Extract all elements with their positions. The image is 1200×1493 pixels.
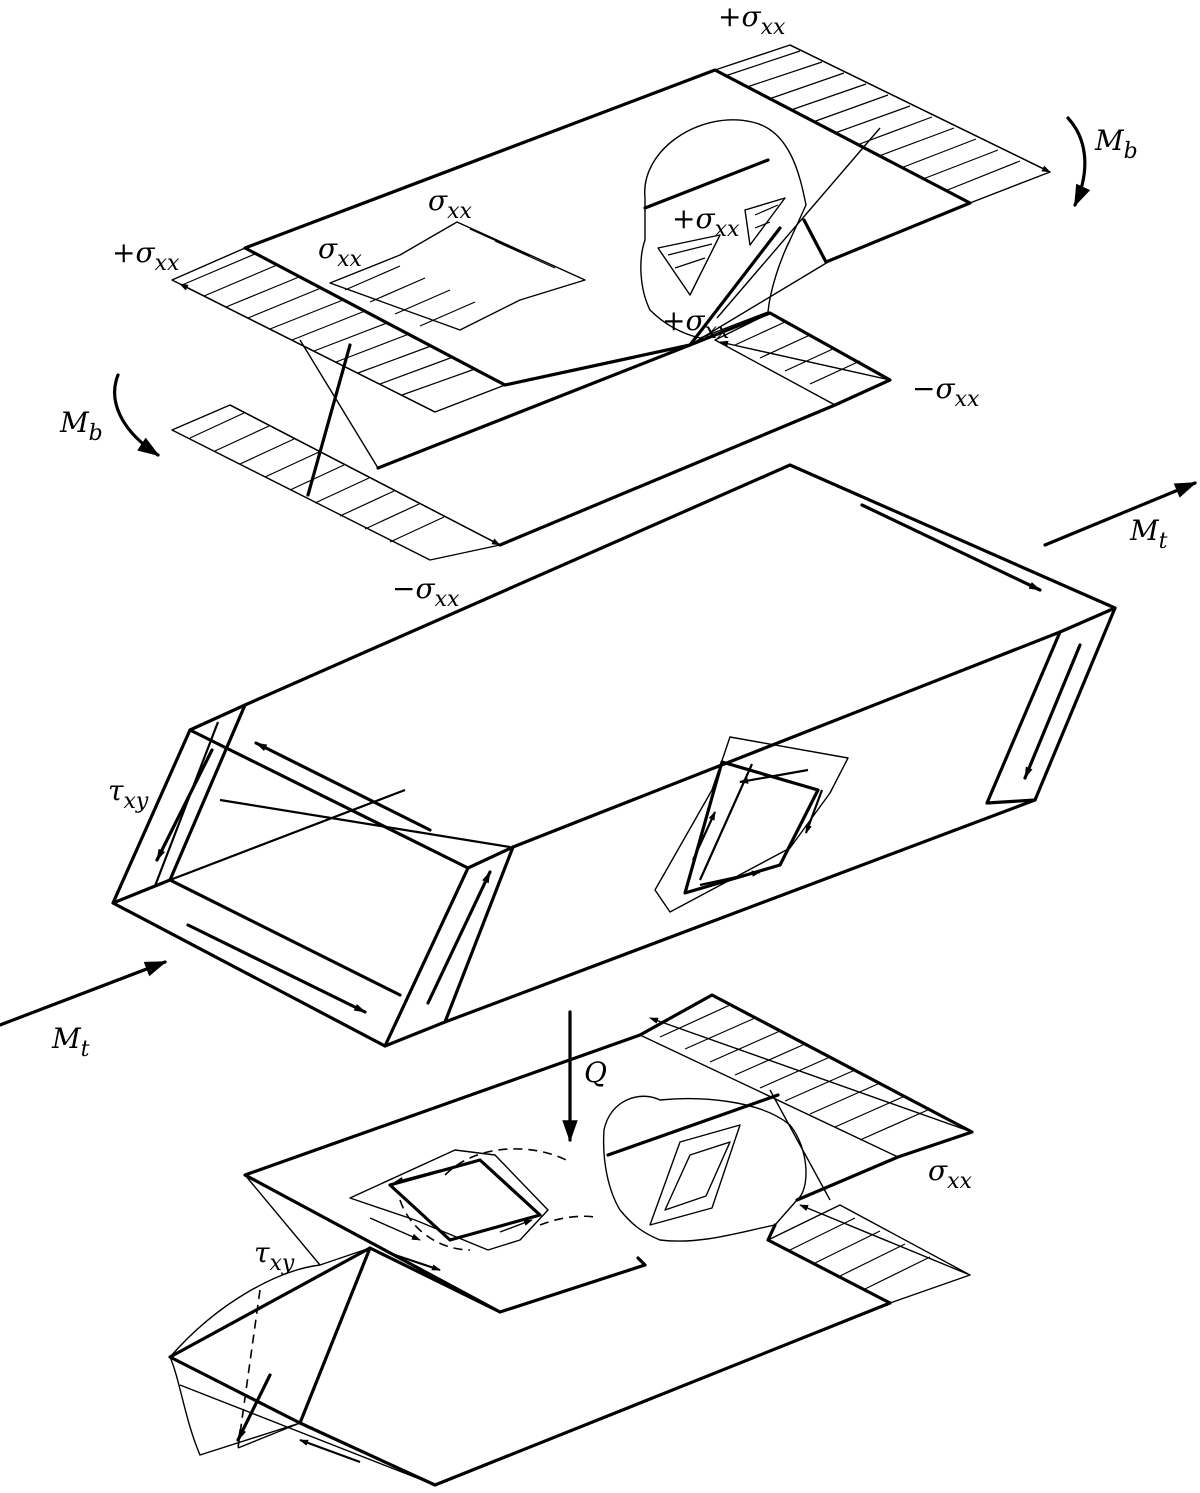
tau-arrow-bottom xyxy=(186,923,367,1014)
arrow-row-bottom-lower xyxy=(799,1204,971,1276)
label-sigma-cut-upper: +σxx xyxy=(672,202,740,242)
top-cutaway-edge xyxy=(643,158,770,210)
bottom-el-arrow-1 xyxy=(394,1169,441,1183)
arrow-row-lower-right xyxy=(719,340,891,381)
middle-box xyxy=(0,463,1198,1048)
shear-arrow-1 xyxy=(739,768,809,784)
bottom-cutaway-blob xyxy=(602,1095,807,1242)
arrow-row-bottom-upper xyxy=(649,1017,973,1133)
tau-bottom-arrow xyxy=(236,1373,272,1442)
top-section-edge xyxy=(306,343,352,497)
right-end-arrow-side xyxy=(1023,643,1082,780)
label-sigma-neg-right: −σxx xyxy=(912,372,980,412)
arrow-row-lower-left xyxy=(229,404,501,546)
bottom-cutaway-edge xyxy=(606,1093,780,1157)
bottom-element-outer xyxy=(349,1149,549,1251)
hatch-cutaway xyxy=(657,197,786,296)
tau-arrow-left xyxy=(155,748,214,862)
bottom-end-edges xyxy=(298,1246,372,1425)
hatch-top-right xyxy=(714,44,1051,204)
label-mb-right: Mb xyxy=(1094,124,1138,164)
label-sigma-top-right: +σxx xyxy=(718,0,786,40)
label-mt-left: Mt xyxy=(51,1022,90,1062)
tau-arrow-top xyxy=(254,741,432,832)
bottom-element-inner xyxy=(388,1158,542,1242)
hatch-top-inner xyxy=(329,221,586,331)
arrow-row-top-left xyxy=(179,283,436,413)
label-sigma-neg-left: −σxx xyxy=(392,572,460,612)
shear-arrow-2 xyxy=(699,870,761,887)
bottom-el-arrow-3 xyxy=(499,1219,533,1233)
mb-right-arrow xyxy=(1066,116,1091,208)
hatch-lower-left xyxy=(171,404,501,561)
tau-arrow-right xyxy=(426,870,492,1005)
label-sigma-inner-a: σxx xyxy=(428,184,473,224)
shear-arrow-3 xyxy=(692,811,716,861)
hatch-bottom-upper xyxy=(639,994,973,1158)
label-mb-left: Mb xyxy=(59,406,103,446)
label-sigma-top-left: +σxx xyxy=(112,236,180,276)
bottom-cutaway-element xyxy=(649,1124,741,1226)
top-lower-slab-outline xyxy=(376,311,892,547)
box-right-end xyxy=(985,606,1117,805)
right-end-arrow-top xyxy=(860,503,1042,592)
tau-dashed-curve xyxy=(237,1289,261,1449)
top-diagonal-lines xyxy=(299,127,881,496)
shear-arrow-4 xyxy=(804,789,824,834)
label-sigma-bottom: σxx xyxy=(928,1154,973,1194)
label-sigma-inner-b: σxx xyxy=(318,232,363,272)
label-q: Q xyxy=(584,1056,607,1089)
bottom-dashed-arc xyxy=(399,1148,599,1251)
labels: +σxx +σxx σxx σxx +σxx +σxx −σxx −σxx Mb… xyxy=(51,0,1168,1276)
label-tau-mid: τxy xyxy=(108,774,149,814)
label-sigma-cut-lower: +σxx xyxy=(662,304,730,344)
tau-top-arrow xyxy=(394,1253,441,1272)
box-top-face xyxy=(188,463,1117,870)
top-slab-outline xyxy=(243,68,972,387)
top-panel xyxy=(113,44,1091,561)
mt-right-arrow xyxy=(1043,481,1198,547)
top-cutaway-blob xyxy=(640,119,807,339)
tau-lower-arrow xyxy=(299,1438,361,1464)
bottom-cut-line xyxy=(769,1089,831,1201)
mb-left-arrow xyxy=(113,373,160,457)
hatch-lower-right xyxy=(714,312,891,406)
arrow-row-top-right xyxy=(789,44,1051,173)
tau-distribution xyxy=(169,1174,436,1486)
shear-element-outer xyxy=(654,736,849,913)
bottom-el-arrow-2 xyxy=(369,1217,421,1241)
label-mt-right: Mt xyxy=(1129,514,1168,554)
bottom-panel xyxy=(168,993,974,1487)
label-tau-bottom: τxy xyxy=(254,1236,295,1276)
box-front-face xyxy=(383,798,1037,1048)
mt-left-arrow xyxy=(0,960,168,1027)
hatch-top-left xyxy=(171,247,506,413)
